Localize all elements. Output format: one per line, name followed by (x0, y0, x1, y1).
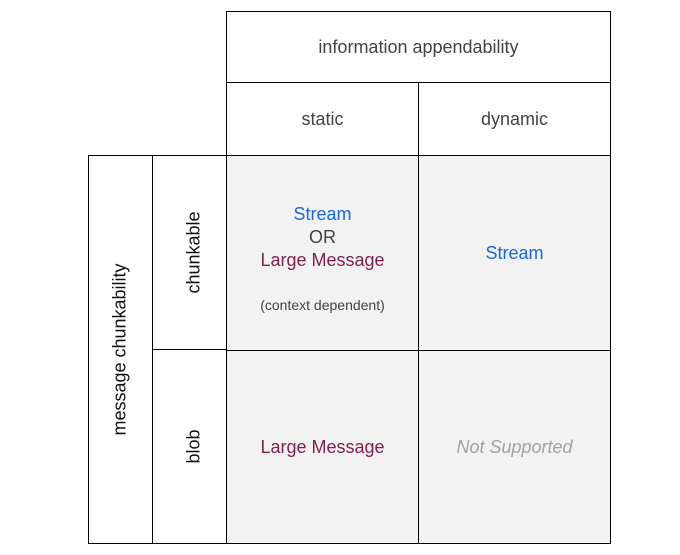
row-header-blob: blob (153, 350, 235, 543)
cell-chunkable-static-option-stream: Stream (293, 204, 352, 224)
cell-blob-dynamic: Not Supported (418, 350, 610, 543)
cell-chunkable-static-content: Stream OR Large Message (context depende… (260, 189, 385, 317)
cell-blob-static: Large Message (227, 350, 418, 543)
cell-chunkable-dynamic-value: Stream (485, 242, 544, 263)
column-axis-table: information appendability static dynamic (226, 11, 611, 156)
cell-blob-static-value: Large Message (260, 436, 385, 457)
cell-chunkable-static-option-large-message: Large Message (260, 250, 385, 270)
column-headers: static dynamic (227, 83, 610, 155)
cell-chunkable-static-conjunction: OR (309, 227, 336, 247)
row-axis-title-column: message chunkability (89, 156, 153, 543)
row-headers: chunkable blob (153, 156, 236, 543)
column-axis-title: information appendability (227, 12, 610, 83)
row-header-chunkable: chunkable (153, 156, 236, 350)
row-header-chunkable-label: chunkable (183, 211, 204, 294)
matrix-grid: Stream OR Large Message (context depende… (226, 155, 611, 544)
cell-chunkable-static: Stream OR Large Message (context depende… (227, 156, 418, 350)
column-header-dynamic: dynamic (418, 83, 610, 155)
row-axis-title: message chunkability (110, 263, 130, 436)
row-header-blob-label: blob (183, 429, 204, 464)
cell-blob-dynamic-value: Not Supported (456, 436, 573, 457)
cell-chunkable-dynamic: Stream (418, 156, 610, 350)
cell-chunkable-static-note: (context dependent) (260, 297, 385, 313)
column-header-static: static (301, 108, 344, 129)
row-axis-table: message chunkability chunkable blob (88, 155, 236, 544)
